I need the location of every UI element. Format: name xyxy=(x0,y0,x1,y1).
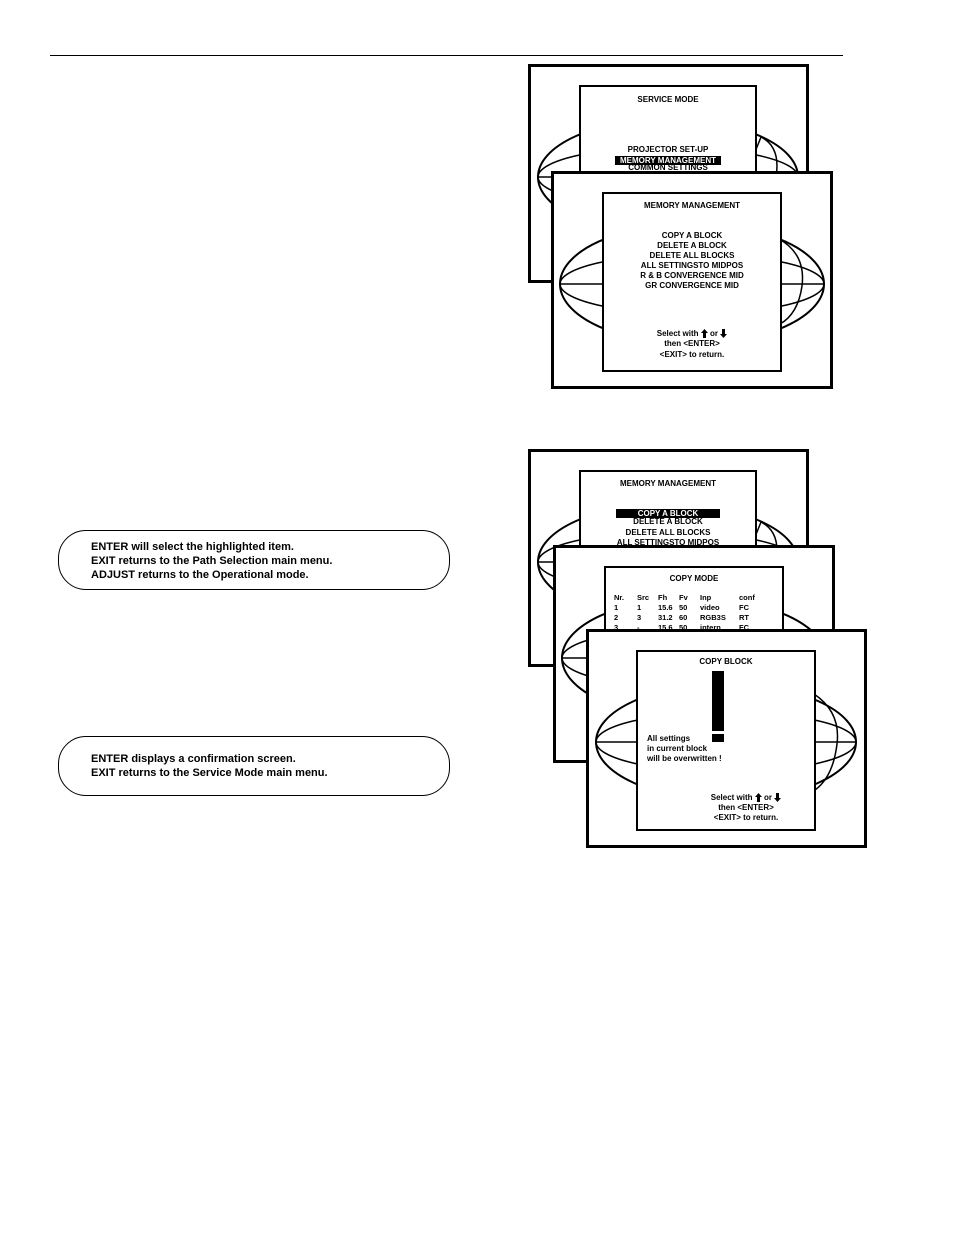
table-cell: FC xyxy=(739,623,749,632)
footer-enter-text: then <ENTER> xyxy=(718,803,774,812)
table-cell: 31.2 xyxy=(658,613,673,622)
menu-item-memory-management[interactable]: MEMORY MANAGEMENT xyxy=(581,156,755,166)
menu-title: SERVICE MODE xyxy=(637,95,699,104)
table-cell: 50 xyxy=(679,623,688,632)
footer-select-text: Select with xyxy=(710,793,753,802)
footer-enter-text: then <ENTER> xyxy=(664,339,720,348)
warning-line-1: All settings xyxy=(647,734,691,743)
table-row[interactable]: 2 3 31.2 60 RGB3S RT xyxy=(614,613,758,623)
note-copy-mode: ENTER displays a confirmation screen. EX… xyxy=(58,736,450,796)
menu-item-gr-convergence-mid[interactable]: GR CONVERGENCE MID xyxy=(645,281,739,290)
table-header-row: Nr. Src Fh Fv Inp conf xyxy=(614,593,758,603)
menu-item-delete-block[interactable]: DELETE A BLOCK xyxy=(633,517,703,526)
table-cell: 60 xyxy=(679,613,688,622)
table-cell: 2 xyxy=(614,613,619,622)
menu-footer: Select with or xyxy=(604,329,780,339)
footer-exit-text: <EXIT> to return. xyxy=(659,350,725,359)
menu-item-rb-convergence-mid[interactable]: R & B CONVERGENCE MID xyxy=(640,271,744,280)
menu-item-delete-block[interactable]: DELETE A BLOCK xyxy=(657,241,727,250)
column-header: conf xyxy=(739,593,755,602)
column-header: Src xyxy=(637,593,650,602)
warning-line-3: will be overwritten ! xyxy=(647,754,722,763)
menu-item-common-settings[interactable]: COMMON SETTINGS xyxy=(628,163,708,172)
footer-select-text: Select with xyxy=(656,329,699,338)
table-cell: 3 xyxy=(637,613,642,622)
note-line: EXIT returns to the Service Mode main me… xyxy=(91,767,328,779)
menu-footer: Select with or xyxy=(678,793,814,803)
note-line: ENTER displays a confirmation screen. xyxy=(91,753,296,765)
menu-title: COPY BLOCK xyxy=(699,657,753,666)
table-cell: - xyxy=(637,623,640,632)
table-cell: FC xyxy=(739,603,749,612)
table-cell: 15.6 xyxy=(658,623,673,632)
table-cell: video xyxy=(700,603,720,612)
table-row[interactable]: 3 - 15.6 50 intern FC xyxy=(614,623,758,633)
table-cell: 1 xyxy=(637,603,642,612)
menu-item-copy-block[interactable]: COPY A BLOCK xyxy=(661,231,723,240)
copy-block-screen: COPY BLOCK All settings in current block… xyxy=(586,629,867,848)
table-cell: 1 xyxy=(614,603,619,612)
note-line: ADJUST returns to the Operational mode. xyxy=(91,569,309,581)
column-header: Fh xyxy=(658,593,668,602)
copy-mode-table: Nr. Src Fh Fv Inp conf 1 1 15.6 50 video… xyxy=(614,593,758,633)
footer-or-text: or xyxy=(710,329,719,338)
memory-management-screen: MEMORY MANAGEMENT COPY A BLOCK DELETE A … xyxy=(551,171,833,389)
menu-item-delete-all-blocks[interactable]: DELETE ALL BLOCKS xyxy=(625,528,711,537)
menu-item-all-settings-midpos[interactable]: ALL SETTINGSTO MIDPOS xyxy=(616,538,720,547)
arrow-up-icon xyxy=(700,329,708,339)
menu-item-delete-all-blocks[interactable]: DELETE ALL BLOCKS xyxy=(649,251,735,260)
footer-or-text: or xyxy=(764,793,773,802)
header-rule xyxy=(50,55,843,56)
table-cell: RT xyxy=(739,613,749,622)
note-line: ENTER will select the highlighted item. xyxy=(91,541,294,553)
table-cell: RGB3S xyxy=(700,613,726,622)
exclamation-dot-icon xyxy=(712,734,724,742)
note-line: EXIT returns to the Path Selection main … xyxy=(91,555,333,567)
menu-title: COPY MODE xyxy=(669,574,719,583)
menu-title: MEMORY MANAGEMENT xyxy=(644,201,740,210)
memory-management-menu: MEMORY MANAGEMENT COPY A BLOCK DELETE A … xyxy=(602,192,782,372)
highlighted-item-label: MEMORY MANAGEMENT xyxy=(615,156,721,165)
column-header: Nr. xyxy=(614,593,625,602)
warning-line-2: in current block xyxy=(647,744,708,753)
highlighted-item-label: COPY A BLOCK xyxy=(615,509,721,518)
table-cell: 3 xyxy=(614,623,619,632)
table-cell: 50 xyxy=(679,603,688,612)
menu-title: MEMORY MANAGEMENT xyxy=(620,479,716,488)
table-row[interactable]: 1 1 15.6 50 video FC xyxy=(614,603,758,613)
column-header: Inp xyxy=(700,593,712,602)
arrow-down-icon xyxy=(774,793,782,803)
menu-item-projector-setup[interactable]: PROJECTOR SET-UP xyxy=(627,145,709,154)
table-cell: intern xyxy=(700,623,721,632)
exclamation-icon xyxy=(712,671,724,731)
menu-item-copy-block[interactable]: COPY A BLOCK xyxy=(581,509,755,519)
copy-block-menu: COPY BLOCK All settings in current block… xyxy=(636,650,816,831)
menu-item-all-settings-midpos[interactable]: ALL SETTINGSTO MIDPOS xyxy=(640,261,744,270)
arrow-down-icon xyxy=(720,329,728,339)
table-cell: 15.6 xyxy=(658,603,673,612)
footer-exit-text: <EXIT> to return. xyxy=(713,813,779,822)
arrow-up-icon xyxy=(754,793,762,803)
note-menu-navigation: ENTER will select the highlighted item. … xyxy=(58,530,450,590)
column-header: Fv xyxy=(679,593,688,602)
